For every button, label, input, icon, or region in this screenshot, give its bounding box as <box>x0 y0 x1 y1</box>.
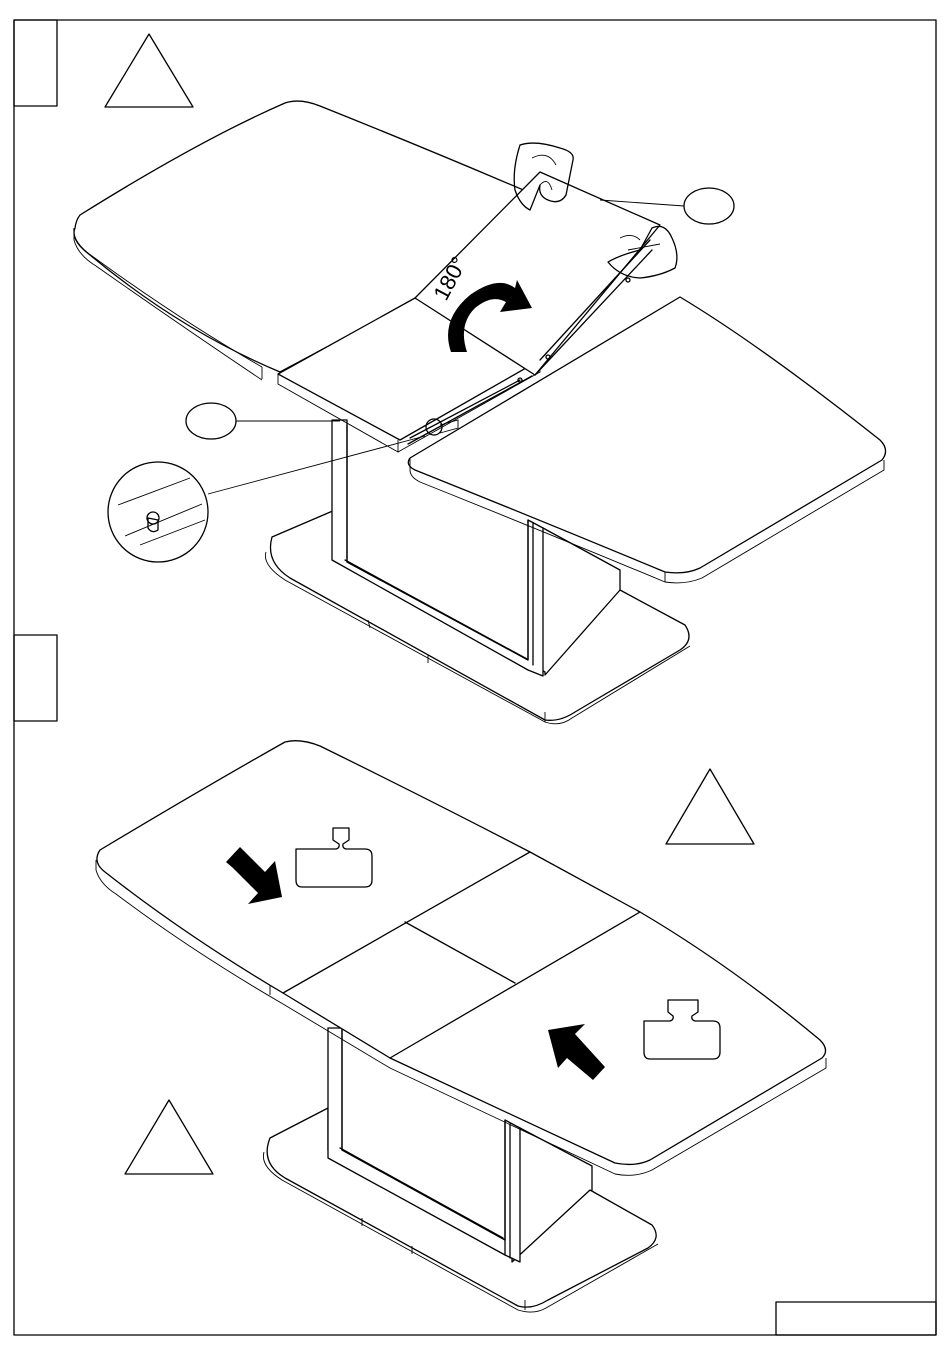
table-step-1: 180° <box>74 101 886 724</box>
callout-bubble <box>186 403 236 439</box>
detail-magnifier-icon <box>108 462 208 562</box>
callout-bubble <box>684 188 734 224</box>
table-step-2 <box>96 741 826 1312</box>
step-box-2 <box>14 635 57 721</box>
page-number-box <box>776 1302 936 1335</box>
warning-triangle-icon <box>666 769 754 844</box>
warning-triangle-icon <box>125 1100 213 1174</box>
step-box-1 <box>14 20 57 106</box>
warning-triangle-icon <box>105 34 193 107</box>
